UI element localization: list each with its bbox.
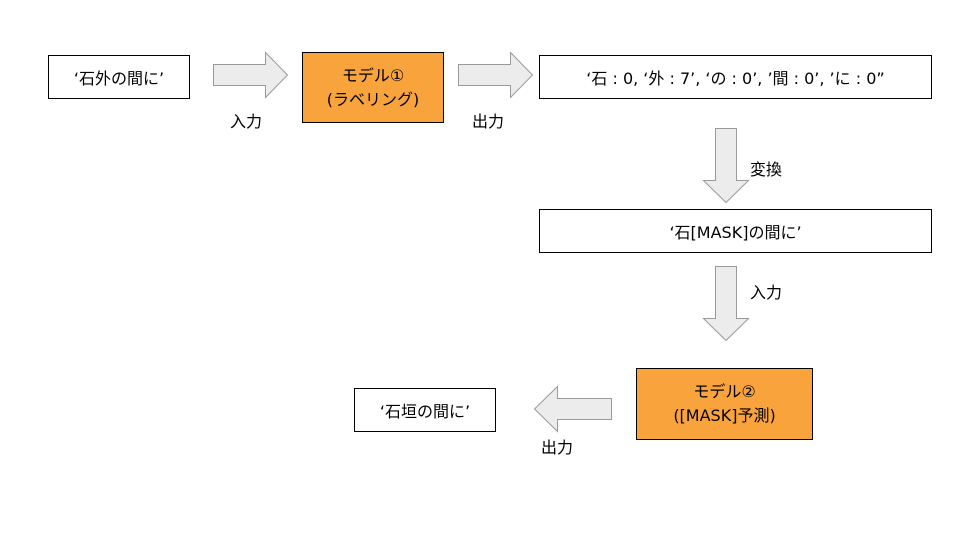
labels-output-box: ‘石 : 0, ‘外 : 7’, ‘の : 0’, ’間 : 0’, ’に : … (539, 55, 932, 99)
final-output-text: ‘石垣の間に’ (379, 402, 471, 421)
edge-label-output: 出力 (541, 438, 574, 457)
masked-text-box: ‘石[MASK]の間に’ (539, 209, 932, 253)
model2-box: モデル② ([MASK]予測) (636, 368, 813, 440)
edge-label-convert: 変換 (750, 160, 783, 179)
edge-label-output: 出力 (472, 112, 505, 131)
down-arrow-icon (702, 128, 750, 204)
masked-text: ‘石[MASK]の間に’ (669, 223, 802, 242)
model2-subtitle: ([MASK]予測) (673, 406, 776, 425)
edge-label-input: 入力 (750, 283, 783, 302)
model1-subtitle: (ラベリング) (326, 89, 420, 109)
input-text-box: ‘石外の間に’ (48, 55, 190, 99)
right-arrow-icon (458, 51, 534, 99)
left-arrow-icon (533, 385, 612, 433)
model1-box: モデル① (ラベリング) (302, 52, 444, 123)
model1-title: モデル① (341, 65, 405, 85)
input-text: ‘石外の間に’ (73, 69, 165, 88)
edge-label-input: 入力 (230, 112, 263, 131)
right-arrow-icon (213, 51, 289, 99)
model2-title: モデル② (693, 382, 756, 401)
final-output-box: ‘石垣の間に’ (354, 388, 496, 432)
down-arrow-icon (702, 266, 750, 342)
labels-output-text: ‘石 : 0, ‘外 : 7’, ‘の : 0’, ’間 : 0’, ’に : … (586, 69, 885, 88)
